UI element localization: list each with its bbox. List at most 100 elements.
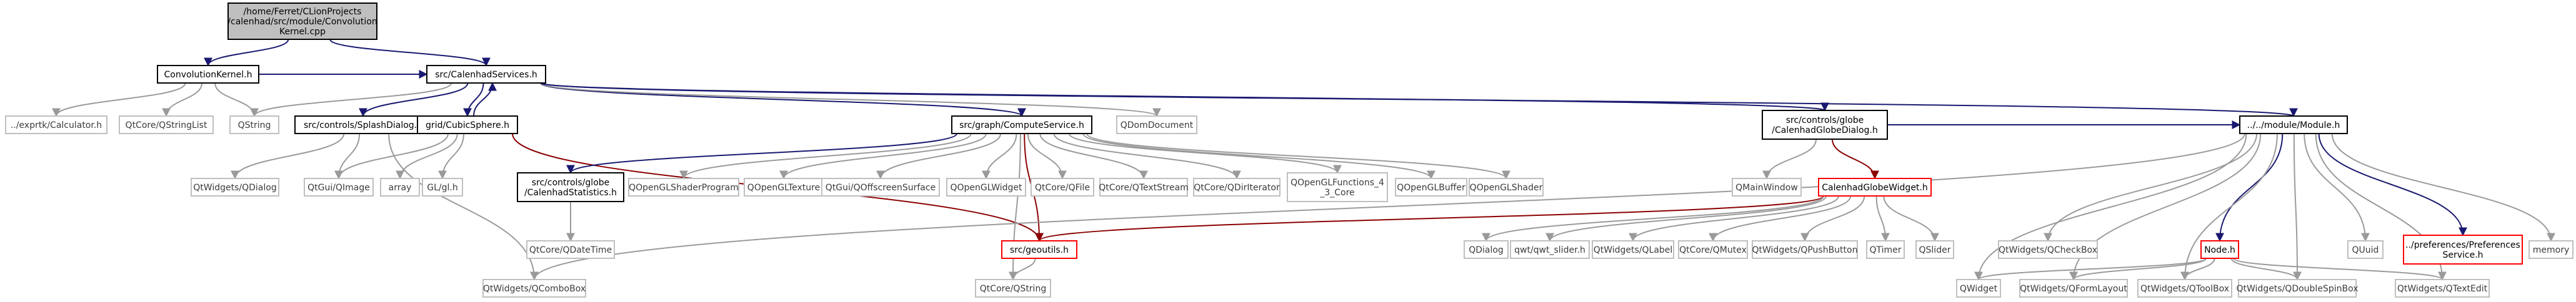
edge-moduleh-to-qtoolbox: [2180, 133, 2278, 281]
node-label: QtWidgets/QDialog: [193, 183, 276, 193]
node-box: [1866, 240, 1905, 259]
edge-convkernel-to-calculator: [52, 82, 186, 117]
node-offscreen: QtGui/QOffscreenSurface: [821, 178, 940, 197]
node-moduleh[interactable]: ../../module/Module.h: [2239, 115, 2348, 134]
node-label: QtCore/QTextStream: [1099, 183, 1189, 193]
edge-splashdialog-to-qcombobox: [388, 133, 539, 281]
edge-splashdialog-to-qdialog_w: [231, 133, 345, 180]
node-label: QOpenGLFunctions_4: [1290, 178, 1384, 188]
node-computeservice[interactable]: src/graph/ComputeService.h: [951, 115, 1092, 134]
node-label: Kernel.cpp: [279, 27, 326, 37]
node-box: [2529, 240, 2574, 259]
node-convkernel[interactable]: ConvolutionKernel.h: [157, 65, 259, 84]
edge-line: [566, 133, 957, 174]
node-label: QtGui/QImage: [307, 183, 370, 193]
node-label: ../../module/Module.h: [2247, 120, 2340, 130]
edge-line: [1068, 133, 1342, 174]
node-label: QtWidgets/QLabel: [1594, 245, 1673, 255]
node-qdiriterator: QtCore/QDirIterator: [1193, 178, 1281, 197]
edge-line: [779, 133, 987, 180]
node-label: QtCore/QDirIterator: [1194, 183, 1280, 193]
node-geoutils[interactable]: src/geoutils.h: [1001, 240, 1077, 259]
node-box: [304, 178, 374, 197]
node-qwidget: QWidget: [1956, 279, 2001, 298]
edge-moduleh-to-nodeh: [2215, 133, 2284, 242]
node-label: memory: [2533, 245, 2570, 255]
node-glwidget: QOpenGLWidget: [946, 178, 1026, 197]
node-cubicsphere[interactable]: grid/CubicSphere.h: [417, 115, 518, 134]
node-splashdialog[interactable]: src/controls/SplashDialog.h: [294, 115, 432, 134]
node-qformlayout: QtWidgets/QFormLayout: [2019, 279, 2128, 298]
node-box: [1998, 240, 2098, 259]
node-nodeh[interactable]: Node.h: [2200, 240, 2239, 259]
node-label: QOpenGLShader: [1470, 183, 1543, 193]
node-label: ../preferences/Preferences: [2405, 240, 2520, 250]
node-box: [2200, 240, 2239, 259]
node-qlabel: QtWidgets/QLabel: [1592, 240, 1674, 259]
node-label: Node.h: [2204, 245, 2235, 255]
edge-line: [1027, 133, 1067, 180]
edge-line: [540, 82, 1161, 117]
node-label: QOpenGLBuffer: [1397, 183, 1465, 193]
node-box: [744, 178, 824, 197]
node-label: /calenhad/src/module/Convolution: [227, 17, 377, 27]
edge-line: [1482, 195, 1824, 242]
node-qslider: QSlider: [1915, 240, 1954, 259]
edge-line: [1039, 133, 1148, 180]
node-box: [2238, 279, 2357, 298]
node-box: [2395, 279, 2490, 298]
edge-calenhadservices-to-splashdialog: [359, 82, 469, 117]
node-statistics[interactable]: src/controls/globe/CalenhadStatistics.h: [517, 172, 624, 202]
node-label: QtWidgets/QDoubleSpinBox: [2236, 284, 2358, 294]
node-calenhadservices[interactable]: src/CalenhadServices.h: [426, 65, 546, 84]
node-qdomdocument: QDomDocument: [1116, 115, 1197, 134]
node-box: [517, 172, 624, 202]
node-qmutex: QtCore/QMutex: [1678, 240, 1748, 259]
node-box: [191, 178, 279, 197]
edge-calenhadservices-to-qdomdocument: [540, 82, 1161, 117]
node-label: QOpenGLShaderProgram: [629, 183, 739, 193]
node-label: src/controls/globe: [1786, 115, 1864, 125]
edge-line: [2044, 133, 2258, 242]
edge-line: [1875, 195, 1890, 242]
node-label: QtCore/QMutex: [1679, 245, 1747, 255]
node-box: [227, 2, 377, 40]
node-label: Service.h: [2442, 250, 2483, 260]
edge-line: [250, 82, 452, 117]
node-box: [1732, 178, 1802, 197]
edge-line: [1629, 195, 1839, 242]
edge-cubicsphere-to-array: [396, 133, 458, 180]
node-box: [1116, 115, 1197, 134]
edge-line: [540, 82, 2297, 117]
edge-line: [1974, 258, 2207, 281]
edge-computeservice-to-qdiriterator: [1053, 133, 1241, 180]
node-label: QMainWindow: [1735, 183, 1798, 193]
edge-line: [463, 82, 484, 117]
node-box: [422, 178, 463, 197]
edge-line: [473, 82, 497, 117]
node-globewidget[interactable]: CalenhadGlobeWidget.h: [1818, 178, 1932, 197]
node-label: QtWidgets/QToolBox: [2140, 284, 2229, 294]
edge-globewidget-to-geoutils: [1035, 195, 1824, 242]
node-box: [5, 115, 107, 134]
edge-line: [540, 82, 1026, 117]
edge-line: [530, 133, 2245, 281]
edge-moduleh-to-qwidget: [1974, 133, 2247, 281]
node-glfunctions: QOpenGLFunctions_4_3_Core: [1287, 172, 1388, 202]
edge-computeservice-to-glfunctions: [1068, 133, 1342, 174]
edge-computeservice-to-gltexture: [779, 133, 987, 180]
node-label: QString: [238, 120, 271, 130]
nodes-layer: /home/Ferret/CLionProjects/calenhad/src/…: [5, 2, 2574, 298]
edge-line: [396, 133, 458, 180]
node-globedialog[interactable]: src/controls/globe/CalenhadGlobeDialog.h: [1762, 110, 1888, 140]
node-label: src/graph/ComputeService.h: [959, 120, 1084, 130]
node-root[interactable]: /home/Ferret/CLionProjects/calenhad/src/…: [227, 2, 377, 40]
edge-moduleh-to-memory: [2331, 133, 2555, 242]
edge-computeservice-to-glbuffer: [1082, 133, 1435, 180]
node-box: [2347, 240, 2384, 259]
edge-line: [1762, 139, 1817, 180]
node-box: [2137, 279, 2232, 298]
node-box: [1818, 178, 1932, 197]
edge-line: [1053, 133, 1241, 180]
